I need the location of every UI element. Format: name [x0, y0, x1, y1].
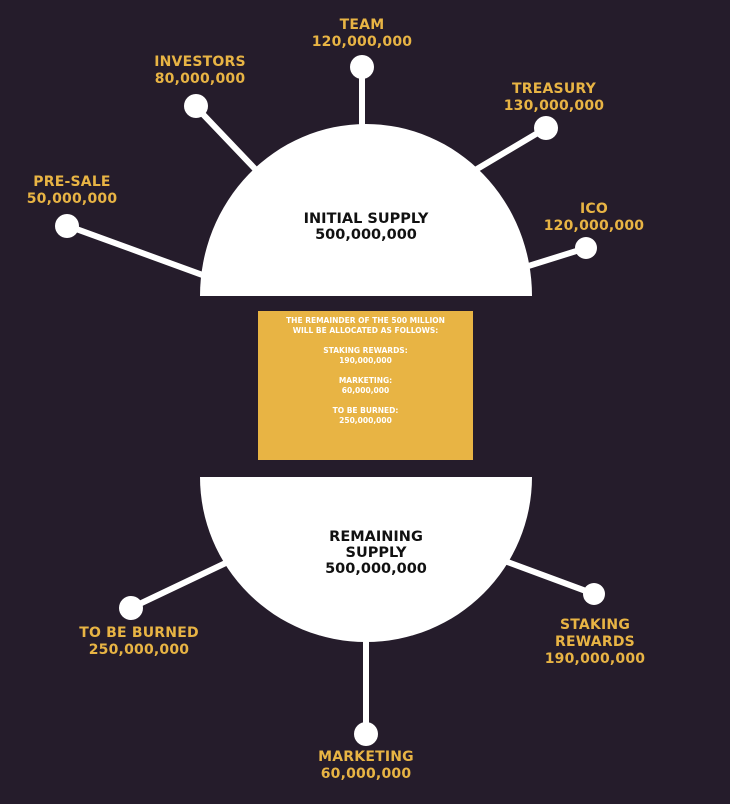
remaining-supply-title-line2: SUPPLY: [345, 545, 407, 561]
label-investors: INVESTORS 80,000,000: [140, 54, 260, 88]
label-investors-name: INVESTORS: [154, 54, 246, 70]
dot-team: [350, 55, 374, 79]
initial-supply-amount: 500,000,000: [315, 227, 417, 243]
initial-supply-title: INITIAL SUPPLY: [303, 211, 429, 227]
label-presale-name: PRE-SALE: [33, 174, 111, 190]
remaining-supply-amount: 500,000,000: [325, 561, 427, 577]
dot-burned: [119, 596, 143, 620]
remaining-supply-title-line1: REMAINING: [329, 529, 423, 545]
label-presale-amount: 50,000,000: [26, 191, 118, 207]
connector-investors: [193, 104, 261, 175]
label-staking-name-line2: REWARDS: [555, 634, 635, 650]
label-staking-amount: 190,000,000: [544, 651, 646, 667]
remaining-supply-half-circle: [200, 477, 532, 642]
remainder-intro-line2: WILL BE ALLOCATED AS FOLLOWS:: [292, 326, 439, 335]
dot-ico: [575, 237, 597, 259]
label-treasury-amount: 130,000,000: [503, 98, 605, 114]
initial-supply-half-circle: [200, 124, 532, 296]
remaining-supply-text: REMAINING SUPPLY 500,000,000: [276, 529, 476, 577]
remainder-staking-label: STAKING REWARDS:: [323, 346, 408, 355]
label-staking: STAKING REWARDS 190,000,000: [530, 617, 660, 668]
connector-presale: [65, 223, 211, 280]
label-burned-amount: 250,000,000: [88, 642, 190, 658]
remainder-marketing-label: MARKETING:: [338, 376, 393, 385]
label-marketing-amount: 60,000,000: [320, 766, 412, 782]
label-ico-name: ICO: [580, 201, 608, 217]
initial-supply-text: INITIAL SUPPLY 500,000,000: [266, 211, 466, 243]
remainder-info-box: THE REMAINDER OF THE 500 MILLION WILL BE…: [258, 311, 473, 460]
label-team-name: TEAM: [339, 17, 385, 33]
label-team: TEAM 120,000,000: [302, 17, 422, 51]
connector-burned: [128, 557, 235, 611]
dot-investors: [184, 94, 208, 118]
label-burned: TO BE BURNED 250,000,000: [64, 625, 214, 659]
remainder-staking-amount: 190,000,000: [339, 356, 392, 365]
label-team-amount: 120,000,000: [311, 34, 413, 50]
dot-presale: [55, 214, 79, 238]
label-ico: ICO 120,000,000: [531, 201, 657, 235]
label-marketing: MARKETING 60,000,000: [306, 749, 426, 783]
dot-marketing: [354, 722, 378, 746]
label-marketing-name: MARKETING: [318, 749, 414, 765]
label-treasury-name: TREASURY: [512, 81, 596, 97]
remainder-burned-amount: 250,000,000: [339, 416, 392, 425]
dot-treasury: [534, 116, 558, 140]
label-treasury: TREASURY 130,000,000: [491, 81, 617, 115]
label-burned-name: TO BE BURNED: [79, 625, 199, 641]
connector-treasury: [469, 125, 549, 175]
label-staking-name-line1: STAKING: [559, 617, 631, 633]
connector-staking: [499, 557, 597, 597]
remainder-intro-line1: THE REMAINDER OF THE 500 MILLION: [286, 316, 445, 325]
label-investors-amount: 80,000,000: [154, 71, 246, 87]
remainder-burned-label: TO BE BURNED:: [332, 406, 399, 415]
dot-staking: [583, 583, 605, 605]
remainder-marketing-amount: 60,000,000: [341, 386, 390, 395]
connector-ico: [519, 245, 589, 271]
label-ico-amount: 120,000,000: [543, 218, 645, 234]
label-presale: PRE-SALE 50,000,000: [12, 174, 132, 208]
